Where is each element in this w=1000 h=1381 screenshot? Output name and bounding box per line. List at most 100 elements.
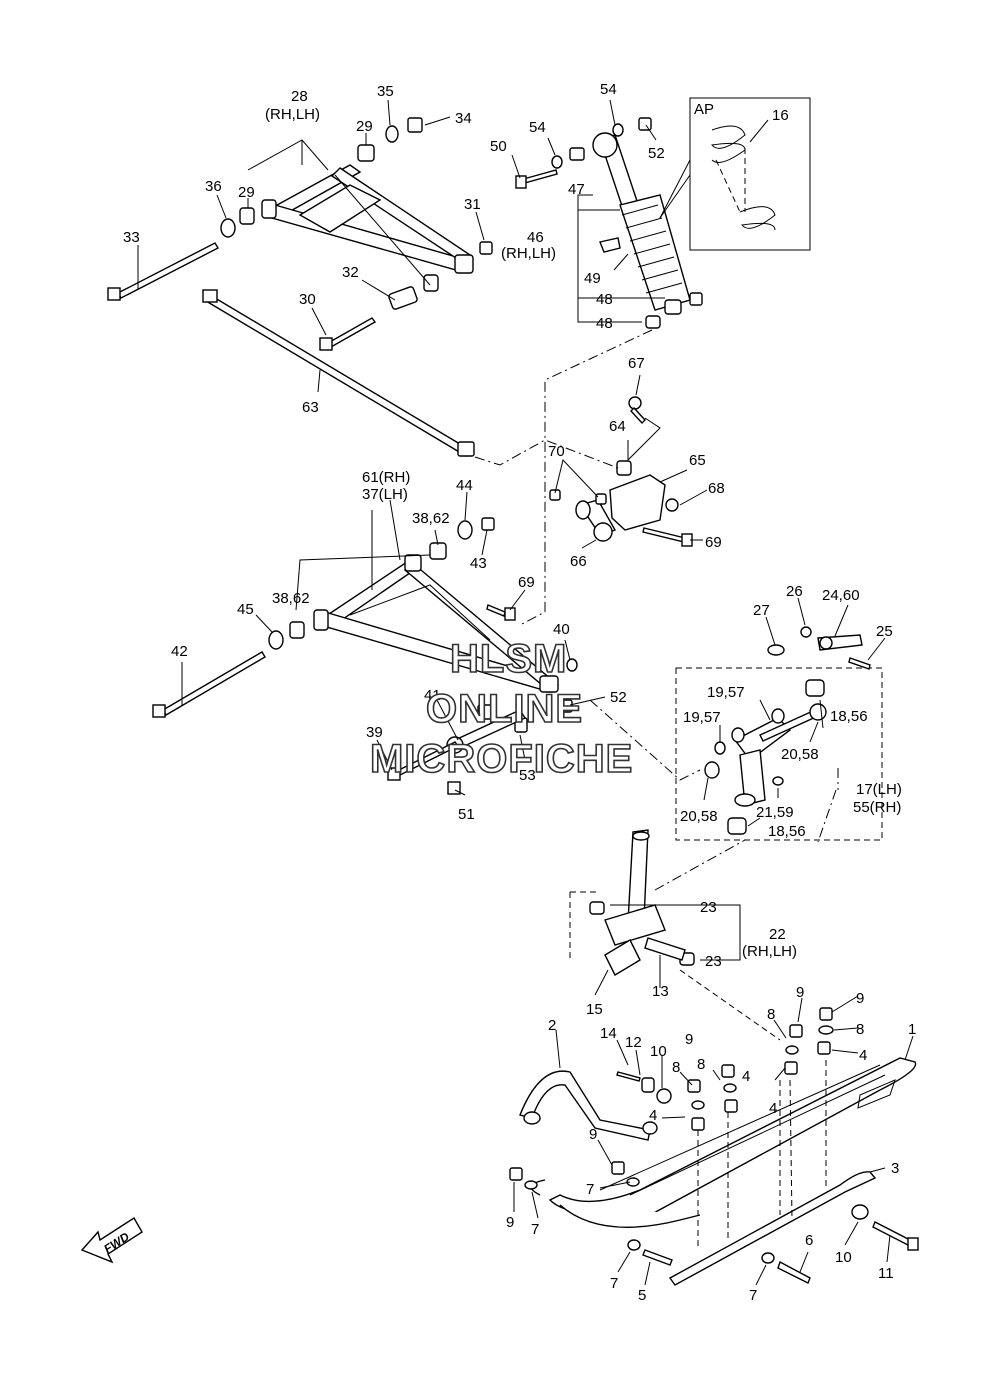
watermark: HLSM ONLINE MICROFICHE (369, 636, 633, 782)
callout-61-rh: 61(RH) (362, 469, 410, 486)
callout-18-56-a: 18,56 (830, 708, 868, 725)
callout-7-c: 7 (610, 1275, 618, 1292)
callout-46: 46 (527, 229, 544, 246)
callout-65: 65 (689, 452, 706, 469)
callout-26: 26 (786, 583, 803, 600)
callout-12: 12 (625, 1034, 642, 1051)
callout-52-a: 52 (648, 145, 665, 162)
callout-1: 1 (908, 1021, 916, 1038)
callout-7-a: 7 (586, 1181, 594, 1198)
callout-13: 13 (652, 983, 669, 1000)
assembly-guide-lines (474, 329, 746, 891)
callout-23-a: 23 (700, 899, 717, 916)
upper-a-arm-drawing (107, 99, 493, 457)
callout-33: 33 (123, 229, 140, 246)
callout-69-a: 69 (705, 534, 722, 551)
callout-63: 63 (302, 399, 319, 416)
callout-3: 3 (891, 1160, 899, 1177)
callout-37-lh: 37(LH) (362, 486, 408, 503)
ski-drawing (509, 969, 919, 1286)
callout-29-b: 29 (238, 184, 255, 201)
callout-44: 44 (456, 477, 473, 494)
callout-15: 15 (586, 1001, 603, 1018)
callout-34: 34 (455, 110, 472, 127)
callout-55-rh: 55(RH) (853, 799, 901, 816)
callout-48-a: 48 (596, 291, 613, 308)
callout-36: 36 (205, 178, 222, 195)
callout-52-b: 52 (610, 689, 627, 706)
callout-40: 40 (553, 621, 570, 638)
callout-9-c: 9 (856, 990, 864, 1007)
callout-16: 16 (772, 107, 789, 124)
callout-29-a: 29 (356, 118, 373, 135)
callout-18-56-b: 18,56 (768, 823, 806, 840)
watermark-line-1: HLSM (450, 637, 567, 681)
shock-absorber-drawing (511, 97, 811, 329)
callout-17-lh: 17(LH) (856, 781, 902, 798)
callout-67: 67 (628, 355, 645, 372)
callout-9-b: 9 (796, 984, 804, 1001)
callout-38-62-b: 38,62 (272, 590, 310, 607)
spindle-assembly-drawing (569, 597, 886, 996)
callout-8-a: 8 (672, 1059, 680, 1076)
callout-27: 27 (753, 602, 770, 619)
callout-14: 14 (600, 1025, 617, 1042)
callout-20-58-b: 20,58 (680, 808, 718, 825)
callout-5: 5 (638, 1287, 646, 1304)
callout-28-side: (RH,LH) (265, 106, 320, 123)
callout-8-d: 8 (856, 1021, 864, 1038)
callout-28: 28 (291, 88, 308, 105)
callout-4-a: 4 (742, 1068, 750, 1085)
callout-66: 66 (570, 553, 587, 570)
callout-22-side: (RH,LH) (742, 943, 797, 960)
callout-45: 45 (237, 601, 254, 618)
callout-4-d: 4 (859, 1047, 867, 1064)
callout-labels: 28 (RH,LH) 35 34 29 29 36 33 31 32 30 63… (123, 81, 916, 1304)
callout-8-b: 8 (697, 1056, 705, 1073)
callout-39: 39 (366, 724, 383, 741)
callout-68: 68 (708, 480, 725, 497)
callout-31: 31 (464, 196, 481, 213)
callout-54-a: 54 (600, 81, 617, 98)
callout-6: 6 (805, 1232, 813, 1249)
lower-a-arm-drawing (152, 491, 606, 796)
callout-35: 35 (377, 83, 394, 100)
callout-32: 32 (342, 264, 359, 281)
callout-51: 51 (458, 806, 475, 823)
callout-70: 70 (548, 443, 565, 460)
callout-9-e: 9 (506, 1214, 514, 1231)
callout-38-62-a: 38,62 (412, 510, 450, 527)
callout-7-d: 7 (749, 1287, 757, 1304)
callout-41: 41 (424, 687, 441, 704)
link-assembly-drawing (549, 374, 708, 549)
callout-48-b: 48 (596, 315, 613, 332)
callout-42: 42 (171, 643, 188, 660)
callout-8-c: 8 (767, 1006, 775, 1023)
callout-21-59: 21,59 (756, 804, 794, 821)
callout-7-b: 7 (531, 1221, 539, 1238)
callout-64: 64 (609, 418, 626, 435)
callout-2: 2 (548, 1017, 556, 1034)
callout-50: 50 (490, 138, 507, 155)
callout-47: 47 (568, 181, 585, 198)
callout-54-b: 54 (529, 119, 546, 136)
callout-43: 43 (470, 555, 487, 572)
callout-4-c: 4 (769, 1100, 777, 1117)
callout-10-b: 10 (835, 1249, 852, 1266)
callout-49: 49 (584, 270, 601, 287)
fwd-arrow: FWD (80, 1217, 143, 1264)
callout-19-57-b: 19,57 (683, 709, 721, 726)
callout-10-a: 10 (650, 1043, 667, 1060)
callout-19-57-a: 19,57 (707, 684, 745, 701)
callout-23-b: 23 (705, 953, 722, 970)
callout-30: 30 (299, 291, 316, 308)
watermark-line-2: ONLINE (426, 687, 583, 731)
watermark-line-3: MICROFICHE (370, 737, 633, 781)
callout-22: 22 (769, 926, 786, 943)
callout-4-b: 4 (649, 1107, 657, 1124)
callout-25: 25 (876, 623, 893, 640)
callout-69-b: 69 (518, 574, 535, 591)
callout-46-side: (RH,LH) (501, 245, 556, 262)
callout-9-d: 9 (589, 1126, 597, 1143)
